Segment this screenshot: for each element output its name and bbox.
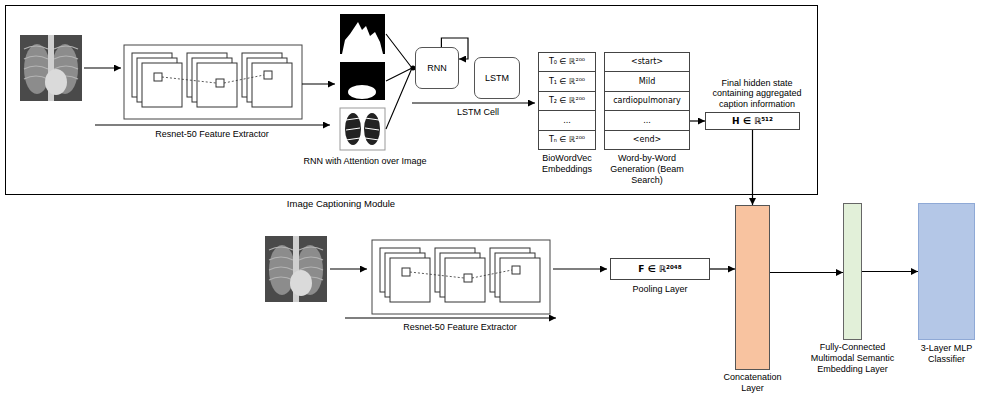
- module-group: Image Captioning ModuleRNNLSTMT₀ ∈ ℝ²⁰⁰T…: [5, 5, 818, 195]
- box-text: <start>: [605, 53, 689, 71]
- box-text: T₀ ∈ ℝ²⁰⁰: [539, 53, 595, 71]
- box-text: H ∈ ℝ⁵¹²: [732, 116, 773, 127]
- hidden-state-box: Final hidden state containing aggregated…: [705, 112, 800, 130]
- box-text: cardiopulmonary: [605, 91, 689, 110]
- xray-image: [265, 236, 327, 302]
- flow-connector: [690, 120, 705, 121]
- flow-connector: [770, 272, 843, 273]
- resnet-illustration: [372, 240, 550, 314]
- attention-mask: [340, 108, 385, 150]
- box-text: ...: [605, 110, 689, 129]
- box-heading: Fully-Connected Multimodal Semantic Embe…: [803, 342, 903, 374]
- annotation-label: Resnet-50 Feature Extractor: [380, 322, 540, 333]
- box-heading: Final hidden state containing aggregated…: [701, 78, 813, 110]
- attention-mask: [340, 62, 385, 100]
- box-text: ...: [539, 110, 595, 129]
- attention-mask: [340, 14, 385, 54]
- box-text: Tₙ ∈ ℝ²⁰⁰: [539, 130, 595, 149]
- box-text: Mild: [605, 71, 689, 90]
- feature-box: F ∈ ℝ²⁰⁴⁸Pooling Layer: [610, 258, 710, 280]
- classifier-layer: 3-Layer MLP Classifier: [918, 203, 975, 340]
- resnet-illustration: [124, 45, 302, 119]
- word-table: <start>Mildcardiopulmonary...<end>Word-b…: [604, 52, 690, 150]
- box-heading: 3-Layer MLP Classifier: [915, 343, 979, 365]
- box-text: T₂ ∈ ℝ²⁰⁰: [539, 91, 595, 110]
- box-text: T₁ ∈ ℝ²⁰⁰: [539, 71, 595, 90]
- box-text: LSTM: [485, 73, 509, 84]
- concat-layer: Concatenation Layer: [735, 205, 770, 370]
- box-heading: BioWordVec Embeddings: [534, 153, 600, 175]
- box-text: F ∈ ℝ²⁰⁴⁸: [638, 264, 681, 275]
- box-text: RNN: [427, 63, 447, 74]
- annotation-label: Resnet-50 Feature Extractor: [132, 129, 292, 140]
- flow-connector: [710, 268, 735, 269]
- flow-arrow: [84, 68, 607, 318]
- rnn-cell: RNN: [415, 47, 459, 89]
- lstm-cell: LSTM: [474, 57, 520, 99]
- box-heading: Pooling Layer: [620, 284, 700, 295]
- annotation-label: RNN with Attention over Image: [290, 156, 440, 167]
- annotation-label: LSTM Cell: [448, 107, 508, 118]
- box-heading: Concatenation Layer: [713, 372, 793, 394]
- flow-connector: [862, 271, 918, 272]
- attention-lines: [386, 34, 412, 129]
- embedding-layer: Fully-Connected Multimodal Semantic Embe…: [843, 203, 862, 340]
- flow-connector: [752, 130, 753, 205]
- box-text: <end>: [605, 130, 689, 149]
- box-heading: Word-by-Word Generation (Beam Search): [605, 153, 689, 185]
- embedding-table: T₀ ∈ ℝ²⁰⁰T₁ ∈ ℝ²⁰⁰T₂ ∈ ℝ²⁰⁰...Tₙ ∈ ℝ²⁰⁰B…: [538, 52, 596, 150]
- box-heading: Image Captioning Module: [276, 198, 406, 209]
- xray-image: [20, 35, 82, 101]
